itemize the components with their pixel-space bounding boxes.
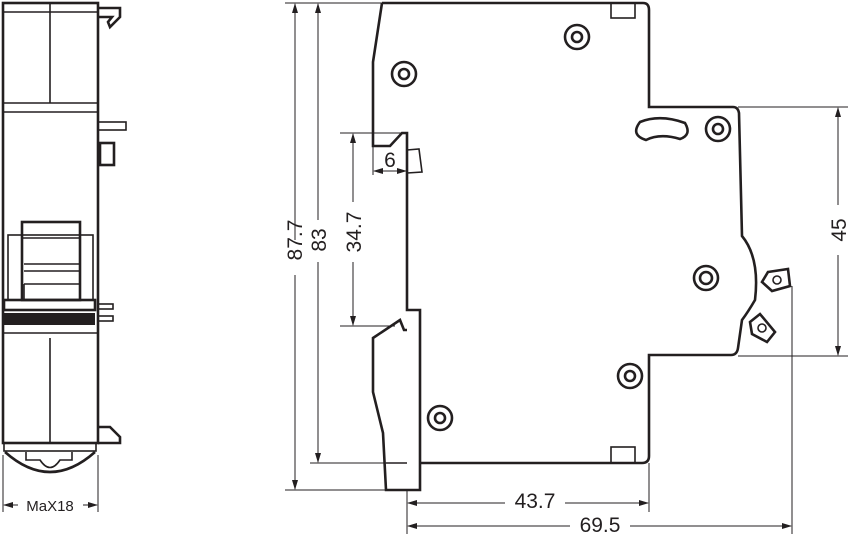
toggle-travel-label: 34.7: [343, 212, 366, 253]
body-height-label: 83: [308, 228, 331, 251]
top-clip: [98, 6, 122, 30]
bottom-clip: [98, 425, 122, 445]
toggle-width-label: 6: [384, 149, 396, 172]
slot: [634, 116, 689, 142]
side-view: [371, 1, 792, 492]
front-bottom-curve: [4, 451, 96, 474]
overall-depth-label: 69.5: [580, 514, 621, 536]
front-depth-label: 43.7: [515, 490, 556, 513]
terminal-height-label: 45: [828, 218, 851, 241]
front-band: [4, 313, 95, 325]
side-tab: [97, 121, 127, 131]
width-dimension-label: MaX18: [26, 498, 74, 515]
front-view: MaX18: [1, 1, 127, 515]
side-body-outline: [382, 1, 758, 465]
screw-holes: [390, 23, 732, 432]
terminal-lug-upper: [760, 267, 792, 293]
dimensions: 87.7 83 34.7 6 45 43.7 69.5: [284, 2, 851, 536]
terminal-lug-lower: [748, 312, 777, 344]
front-toggle: [7, 220, 94, 302]
side-lug: [98, 141, 116, 167]
overall-height-label: 87.7: [284, 220, 307, 261]
